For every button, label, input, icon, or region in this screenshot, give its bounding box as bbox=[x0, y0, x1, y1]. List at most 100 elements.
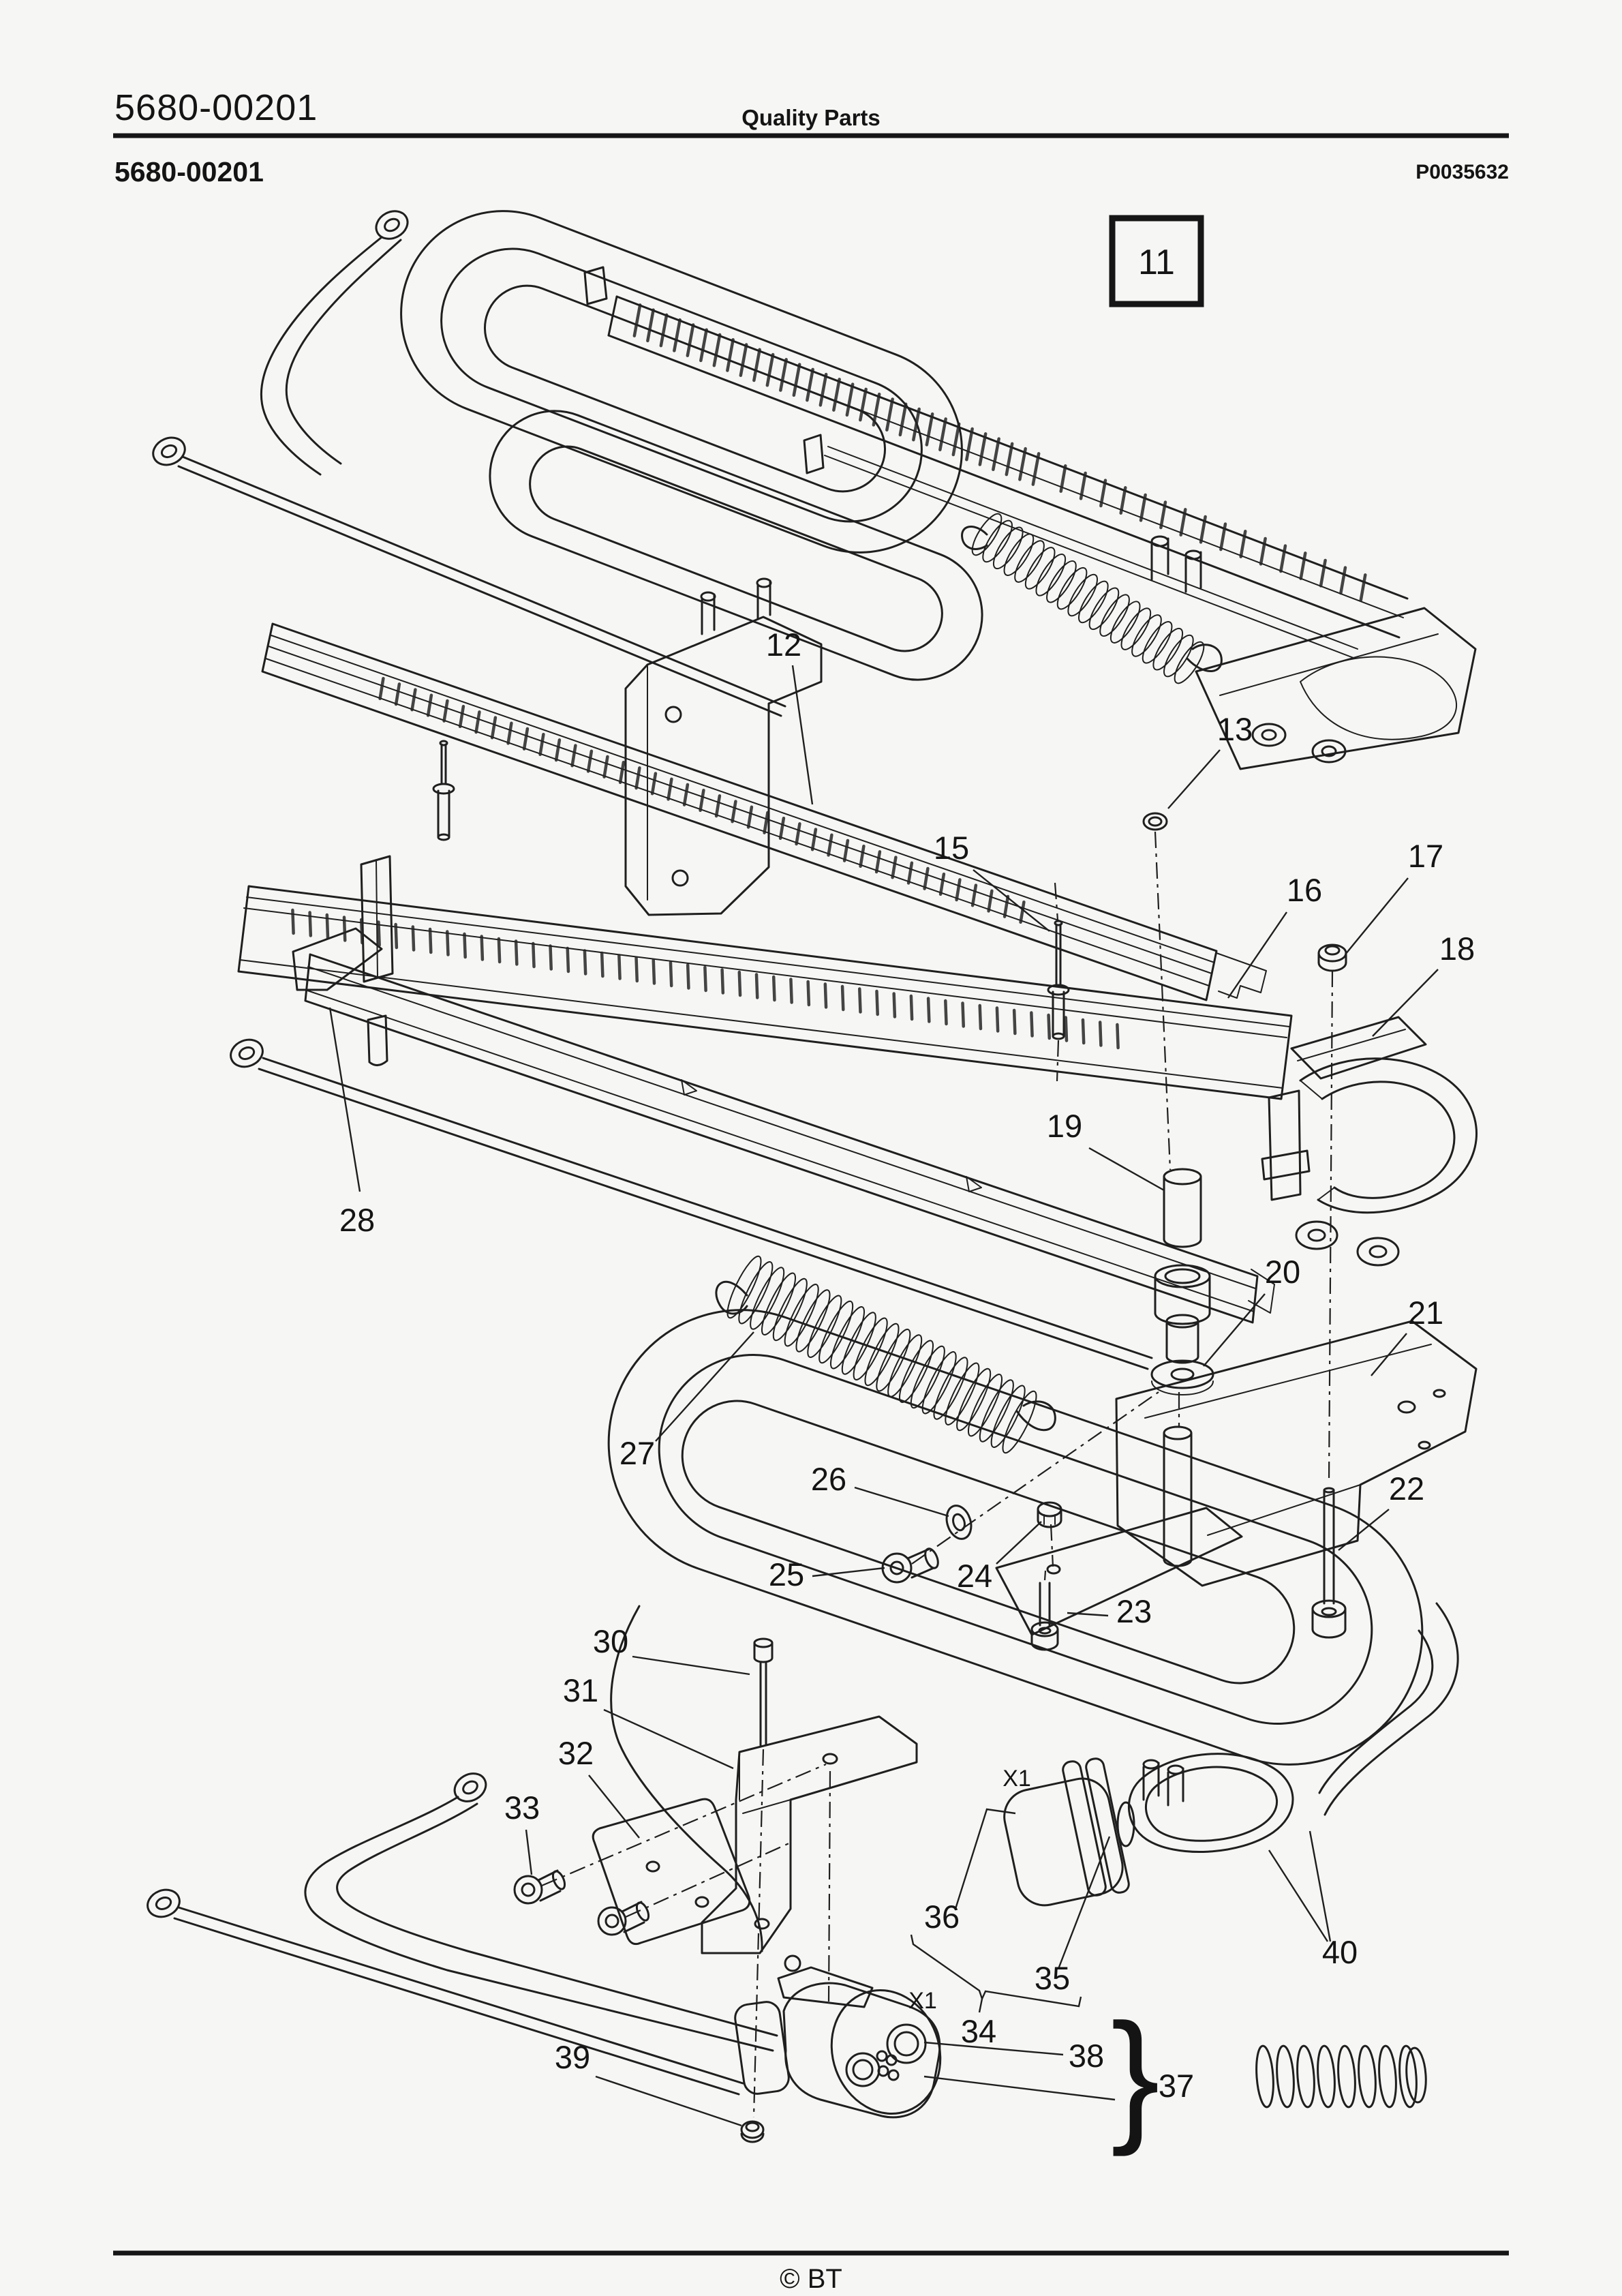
leader-line-13 bbox=[1167, 749, 1221, 809]
cable-ring-terminal-bottom bbox=[147, 1888, 744, 2096]
callout-36: 36 bbox=[924, 1899, 960, 1935]
brace-glyph-1: } bbox=[1111, 1993, 1160, 2157]
page-footer: © BT bbox=[113, 2250, 1509, 2294]
callout-28: 28 bbox=[339, 1202, 375, 1238]
callout-12: 12 bbox=[766, 626, 801, 663]
callout-15: 15 bbox=[934, 830, 969, 866]
leader-line-27 bbox=[655, 1331, 754, 1442]
callout-37: 37 bbox=[1159, 2068, 1194, 2104]
figure-number-box: 11 bbox=[1109, 215, 1204, 307]
leader-line-25 bbox=[812, 1567, 885, 1577]
rail-16-hatching bbox=[291, 908, 1120, 1050]
screws-33 bbox=[513, 1869, 650, 1936]
connector-label-2: X1 bbox=[908, 1988, 937, 2014]
bracket-21 bbox=[1115, 1320, 1478, 1587]
callout-30: 30 bbox=[593, 1623, 628, 1659]
leader-line-33 bbox=[525, 1829, 533, 1875]
leader-line-21 bbox=[1371, 1333, 1407, 1376]
centerlines bbox=[541, 831, 1334, 2118]
callout-layer: 1213151617181920212223242526272830313233… bbox=[328, 626, 1475, 2157]
page-code-bold: 5680-00201 bbox=[114, 156, 264, 187]
callout-18: 18 bbox=[1439, 931, 1475, 967]
rivet-15b bbox=[1047, 920, 1070, 1040]
leader-line-23 bbox=[1067, 1612, 1109, 1617]
connector-35-housing bbox=[1003, 1757, 1135, 1907]
leader-line-19 bbox=[1088, 1147, 1165, 1192]
bottom-exploded-drawing bbox=[147, 1309, 1459, 2143]
leader-line-37 bbox=[923, 2075, 1116, 2101]
middle-exploded-drawing bbox=[230, 622, 1478, 1651]
callout-16: 16 bbox=[1287, 872, 1322, 908]
rail-12-hatching bbox=[378, 676, 1026, 924]
callout-38: 38 bbox=[1069, 2038, 1104, 2074]
leader-line-32 bbox=[588, 1774, 640, 1839]
leader-line-28 bbox=[328, 1007, 361, 1192]
cable-ring-terminal-left bbox=[152, 436, 786, 717]
callout-26: 26 bbox=[811, 1461, 846, 1497]
callout-21: 21 bbox=[1408, 1295, 1443, 1331]
leader-line-39 bbox=[595, 2075, 742, 2127]
rail-16 bbox=[237, 885, 1311, 1201]
rail-tread-hatching bbox=[632, 303, 1367, 602]
connector-35-handle bbox=[1127, 1753, 1294, 1853]
figure-number: 11 bbox=[1138, 243, 1175, 282]
leader-line-15 bbox=[973, 869, 1050, 932]
leader-line-38 bbox=[923, 2041, 1064, 2056]
assembled-spring bbox=[961, 513, 1223, 684]
callout-27: 27 bbox=[619, 1435, 655, 1471]
corrugated-tube-40 bbox=[1255, 2044, 1427, 2109]
rail-12 bbox=[261, 622, 1267, 1001]
cable-ring-terminal-middle bbox=[230, 1038, 1153, 1370]
callout-33: 33 bbox=[504, 1789, 540, 1826]
header-code-light: 5680-00201 bbox=[114, 87, 318, 128]
handle-18 bbox=[1290, 1016, 1478, 1267]
assembled-right-bracket bbox=[1150, 535, 1477, 770]
leader-line-17 bbox=[1345, 877, 1409, 955]
callout-23: 23 bbox=[1116, 1593, 1152, 1629]
callout-13: 13 bbox=[1217, 711, 1253, 747]
callout-39: 39 bbox=[555, 2039, 590, 2075]
leader-line-24 bbox=[996, 1521, 1042, 1565]
callout-22: 22 bbox=[1389, 1470, 1424, 1507]
callout-25: 25 bbox=[769, 1556, 804, 1592]
bolt-22 bbox=[1311, 1487, 1347, 1639]
cable-ring-terminal-top bbox=[260, 210, 409, 476]
leader-line-20 bbox=[1203, 1293, 1266, 1367]
assembled-center-bracket bbox=[624, 577, 823, 916]
leader-line-34 bbox=[978, 1998, 983, 2013]
leader-line-30 bbox=[632, 1655, 750, 1676]
callout-35: 35 bbox=[1035, 1960, 1070, 1996]
connector-label-1: X1 bbox=[1003, 1766, 1031, 1792]
rivet-15a bbox=[432, 740, 455, 841]
doc-number: P0035632 bbox=[1416, 161, 1509, 183]
nut-39 bbox=[740, 2120, 765, 2143]
callout-40: 40 bbox=[1322, 1934, 1358, 1970]
callout-31: 31 bbox=[563, 1672, 598, 1708]
connector-37-body bbox=[734, 1954, 942, 2119]
leader-line-36 bbox=[954, 1808, 1016, 1909]
callout-24: 24 bbox=[957, 1558, 992, 1594]
leader-line-16 bbox=[1227, 911, 1287, 999]
ring-13 bbox=[1142, 812, 1168, 831]
bolt-30 bbox=[753, 1637, 774, 1747]
leader-line-35 bbox=[1057, 1836, 1111, 1969]
assembled-view-drawing bbox=[152, 210, 1477, 916]
bracket-31 bbox=[701, 1715, 918, 1954]
page-header: 5680-00201 Quality Parts 5680-00201 P003… bbox=[113, 87, 1509, 187]
leader-line-31 bbox=[603, 1708, 734, 1770]
leader-line-18 bbox=[1372, 969, 1439, 1037]
bushing-19b bbox=[1165, 1314, 1199, 1364]
nut-17 bbox=[1317, 943, 1347, 972]
spring-27 bbox=[715, 1255, 1056, 1454]
plate-32 bbox=[592, 1798, 751, 1946]
washer-26 bbox=[945, 1505, 973, 1540]
frame-28 bbox=[292, 855, 1275, 1324]
callout-17: 17 bbox=[1408, 838, 1443, 874]
callout-34: 34 bbox=[961, 2013, 996, 2049]
footer-copyright: © BT bbox=[780, 2264, 842, 2294]
leader-line-40 bbox=[1268, 1849, 1329, 1942]
frame-cup bbox=[1154, 1264, 1211, 1325]
callout-20: 20 bbox=[1265, 1254, 1300, 1290]
leader-line-22 bbox=[1338, 1509, 1390, 1551]
